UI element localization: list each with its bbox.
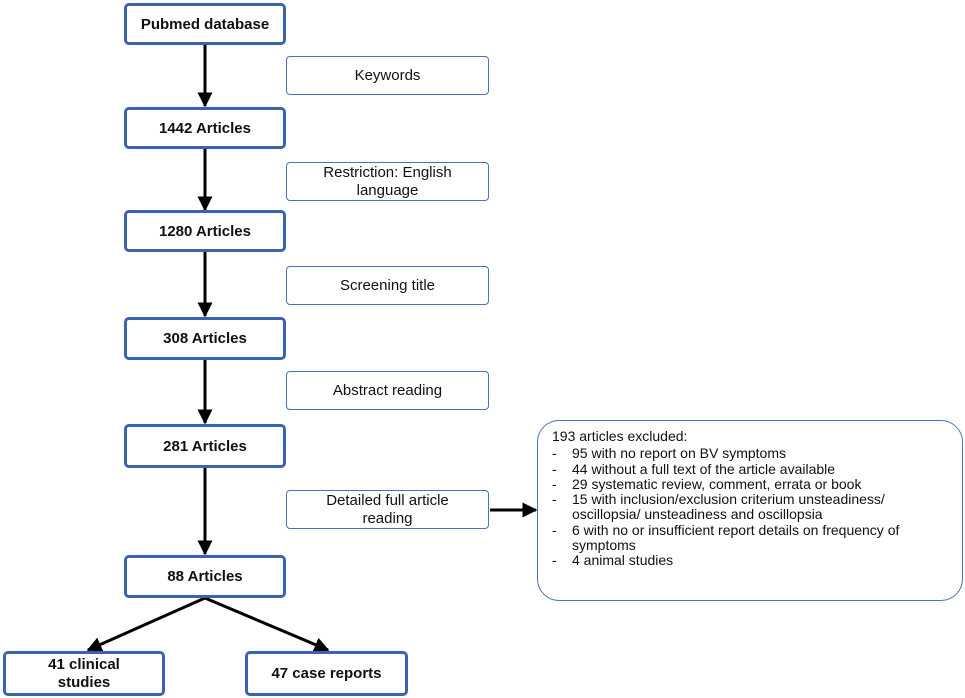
exclusion-item: 44 without a full text of the article av… [552,461,952,477]
pubmed-database-label: Pubmed database [140,15,270,33]
articles-281-label: 281 Articles [163,437,247,455]
articles-281-box: 281 Articles [124,424,286,468]
keywords-label: Keywords [354,66,421,84]
articles-308-box: 308 Articles [124,317,286,360]
articles-1280-box: 1280 Articles [124,210,286,252]
exclusion-item: 4 animal studies [552,553,952,569]
keywords-box: Keywords [286,56,489,95]
articles-1442-box: 1442 Articles [124,107,286,149]
exclusion-item: 29 systematic review, comment, errata or… [552,476,952,492]
abstract-reading-box: Abstract reading [286,371,489,410]
abstract-reading-label: Abstract reading [332,381,443,399]
articles-308-label: 308 Articles [163,330,247,347]
exclusions-list: 95 with no report on BV symptoms 44 with… [552,445,952,569]
arrow-to-clinical [86,596,206,652]
exclusions-box: 193 articles excluded: 95 with no report… [537,420,963,601]
pubmed-database-box: Pubmed database [124,3,286,45]
articles-1280-label: 1280 Articles [158,222,251,240]
restriction-english-label: Restriction: English language [323,163,452,199]
arrow-to-cases [204,596,330,652]
exclusions-title: 193 articles excluded: [552,428,688,444]
clinical-studies-label: 41 clinical studies [48,655,120,691]
articles-88-label: 88 Articles [167,568,243,585]
articles-88-box: 88 Articles [124,555,286,598]
full-article-reading-box: Detailed full article reading [286,490,489,529]
full-article-reading-label: Detailed full article reading [326,491,449,527]
clinical-studies-box: 41 clinical studies [3,651,165,696]
screening-title-label: Screening title [339,276,436,294]
exclusion-item: 15 with inclusion/exclusion criterium un… [552,492,952,523]
articles-1442-label: 1442 Articles [158,119,251,137]
exclusion-item: 6 with no or insufficient report details… [552,522,952,554]
case-reports-label: 47 case reports [271,665,382,682]
exclusion-item: 95 with no report on BV symptoms [552,445,952,461]
case-reports-box: 47 case reports [245,651,408,696]
restriction-english-box: Restriction: English language [286,162,489,201]
screening-title-box: Screening title [286,266,489,305]
